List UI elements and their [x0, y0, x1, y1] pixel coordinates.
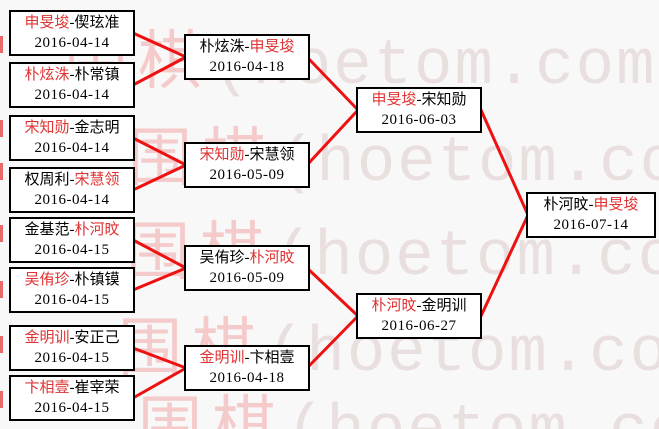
- player-name: 安正己: [74, 330, 120, 346]
- player-name: 申旻埈: [249, 39, 295, 55]
- match-players: 宋知勋-金志明: [24, 118, 119, 138]
- dash-separator: -: [69, 222, 75, 238]
- dash-separator: -: [69, 120, 75, 136]
- dash-separator: -: [69, 172, 75, 188]
- player-name: 朴炫洙: [24, 67, 70, 83]
- match-box-r16-4: 权周利-宋慧领 2016-04-14: [9, 167, 135, 213]
- match-box-sf-1: 申旻埈-宋知勋 2016-06-03: [356, 87, 482, 133]
- player-name: 宋慧领: [74, 172, 120, 188]
- match-box-r16-6: 吴侑珍-朴镇镆 2016-04-15: [9, 267, 135, 313]
- match-players: 朴炫洙-朴常镇: [24, 65, 119, 85]
- player-name: 朴镇镆: [74, 272, 120, 288]
- player-name: 朴河旼: [249, 250, 295, 266]
- match-date: 2016-07-14: [553, 217, 629, 233]
- match-date: 2016-04-14: [34, 192, 110, 208]
- player-name: 金明训: [199, 350, 245, 366]
- player-name: 朴常镇: [74, 67, 120, 83]
- player-name: 金志明: [74, 120, 120, 136]
- player-name: 宋知勋: [199, 147, 245, 163]
- match-box-qf-3: 吴侑珍-朴河旼 2016-05-09: [184, 245, 310, 291]
- player-name: 宋慧领: [249, 147, 295, 163]
- player-name: 宋知勋: [24, 120, 70, 136]
- player-name: 申旻埈: [24, 15, 70, 31]
- player-name: 吴侑珍: [24, 272, 70, 288]
- match-players: 吴侑珍-朴镇镆: [24, 270, 119, 290]
- dash-separator: -: [69, 272, 75, 288]
- player-name: 宋知勋: [421, 92, 467, 108]
- match-date: 2016-04-18: [209, 59, 285, 75]
- watermark-edge-mark: [0, 225, 3, 242]
- match-players: 宋知勋-宋慧领: [199, 145, 294, 165]
- watermark-edge-mark: [0, 281, 3, 298]
- match-players: 申旻埈-偰玹准: [24, 13, 119, 33]
- watermark-edge-mark: [0, 391, 3, 408]
- match-date: 2016-04-14: [34, 140, 110, 156]
- match-box-r16-8: 卞相壹-崔宰荣 2016-04-15: [9, 375, 135, 421]
- match-date: 2016-04-18: [209, 370, 285, 386]
- watermark-edge-mark: [0, 336, 3, 353]
- player-name: 吴侑珍: [199, 250, 245, 266]
- player-name: 金基范: [24, 222, 70, 238]
- dash-separator: -: [69, 330, 75, 346]
- match-box-r16-5: 金基范-朴河旼 2016-04-15: [9, 217, 135, 263]
- match-date: 2016-04-15: [34, 242, 110, 258]
- dash-separator: -: [69, 380, 75, 396]
- match-box-r16-2: 朴炫洙-朴常镇 2016-04-14: [9, 62, 135, 108]
- match-players: 金明训-安正己: [24, 328, 119, 348]
- match-date: 2016-04-14: [34, 35, 110, 51]
- match-box-qf-1: 朴炫洙-申旻埈 2016-04-18: [184, 34, 310, 80]
- match-box-final: 朴河旼-申旻埈 2016-07-14: [526, 192, 656, 238]
- watermark-edge-mark: [0, 36, 3, 53]
- player-name: 朴河旼: [74, 222, 120, 238]
- dash-separator: -: [416, 298, 422, 314]
- watermark-edge-mark: [0, 120, 3, 137]
- dash-separator: -: [244, 350, 250, 366]
- match-date: 2016-06-03: [381, 112, 457, 128]
- dash-separator: -: [69, 67, 75, 83]
- player-name: 卞相壹: [249, 350, 295, 366]
- match-players: 朴炫洙-申旻埈: [199, 37, 294, 57]
- dash-separator: -: [416, 92, 422, 108]
- match-players: 权周利-宋慧领: [24, 170, 119, 190]
- player-name: 偰玹准: [74, 15, 120, 31]
- match-players: 卞相壹-崔宰荣: [24, 378, 119, 398]
- dash-separator: -: [69, 15, 75, 31]
- match-date: 2016-06-27: [381, 318, 457, 334]
- player-name: 权周利: [24, 172, 70, 188]
- player-name: 申旻埈: [371, 92, 417, 108]
- player-name: 朴河旼: [371, 298, 417, 314]
- player-name: 金明训: [24, 330, 70, 346]
- player-name: 朴炫洙: [199, 39, 245, 55]
- dash-separator: -: [244, 39, 250, 55]
- player-name: 金明训: [421, 298, 467, 314]
- match-box-qf-2: 宋知勋-宋慧领 2016-05-09: [184, 142, 310, 188]
- player-name: 崔宰荣: [74, 380, 120, 396]
- match-players: 金明训-卞相壹: [199, 348, 294, 368]
- match-players: 申旻埈-宋知勋: [371, 90, 466, 110]
- dash-separator: -: [588, 197, 594, 213]
- match-box-r16-7: 金明训-安正己 2016-04-15: [9, 325, 135, 371]
- match-date: 2016-04-14: [34, 87, 110, 103]
- dash-separator: -: [244, 147, 250, 163]
- match-date: 2016-04-15: [34, 292, 110, 308]
- match-date: 2016-04-15: [34, 400, 110, 416]
- match-box-sf-2: 朴河旼-金明训 2016-06-27: [356, 293, 482, 339]
- match-players: 朴河旼-申旻埈: [543, 195, 638, 215]
- match-players: 吴侑珍-朴河旼: [199, 248, 294, 268]
- match-box-r16-3: 宋知勋-金志明 2016-04-14: [9, 115, 135, 161]
- match-date: 2016-05-09: [209, 167, 285, 183]
- match-players: 金基范-朴河旼: [24, 220, 119, 240]
- player-name: 申旻埈: [593, 197, 639, 213]
- match-players: 朴河旼-金明训: [371, 296, 466, 316]
- player-name: 卞相壹: [24, 380, 70, 396]
- match-date: 2016-05-09: [209, 270, 285, 286]
- match-date: 2016-04-15: [34, 350, 110, 366]
- watermark-edge-mark: [0, 163, 3, 180]
- match-box-qf-4: 金明训-卞相壹 2016-04-18: [184, 345, 310, 391]
- dash-separator: -: [244, 250, 250, 266]
- match-box-r16-1: 申旻埈-偰玹准 2016-04-14: [9, 10, 135, 56]
- player-name: 朴河旼: [543, 197, 589, 213]
